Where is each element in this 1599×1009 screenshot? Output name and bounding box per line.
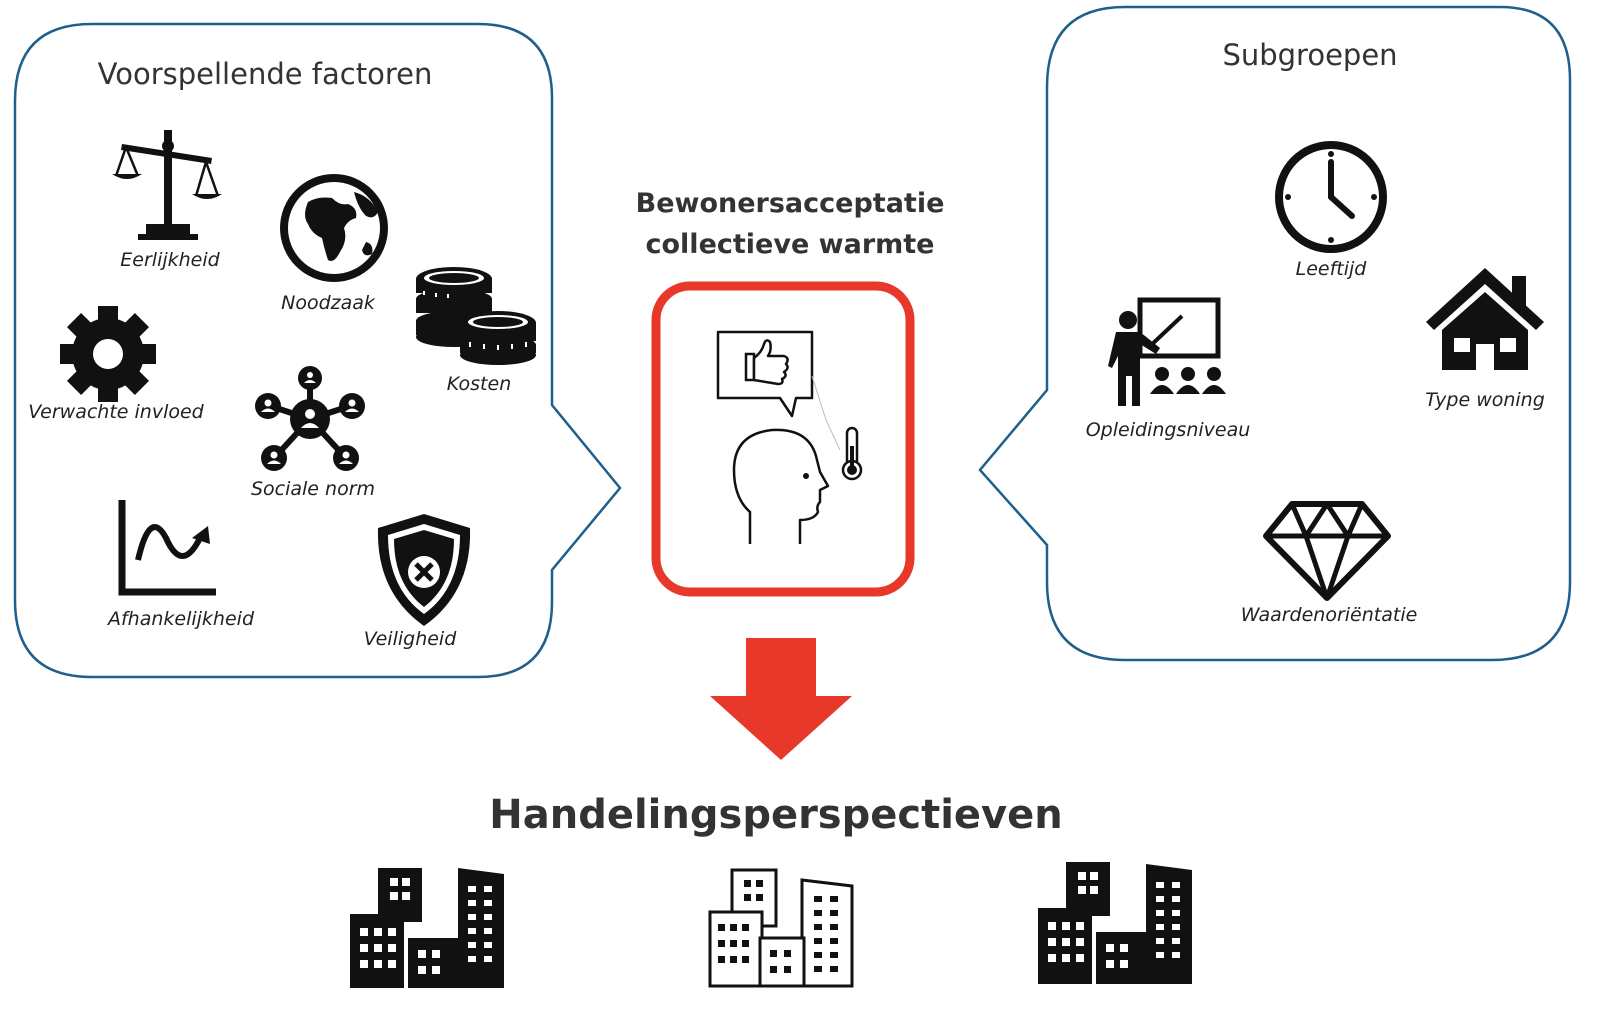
left-bubble <box>13 22 622 679</box>
factor-label-noodzaak: Noodzaak <box>281 292 375 314</box>
center-title: Bewonersacceptatie collectieve warmte <box>636 183 945 265</box>
handelingsperspectieven-title: Handelingsperspectieven <box>489 792 1063 838</box>
factor-label-eerlijkheid: Eerlijkheid <box>120 249 220 271</box>
coins-icon <box>416 267 536 365</box>
right-panel-title: Subgroepen <box>1222 38 1398 72</box>
down-arrow-icon <box>710 638 852 760</box>
thermometer-icon <box>841 426 863 481</box>
scales-icon <box>112 130 222 240</box>
group-label-opleidingsniveau: Opleidingsniveau <box>1085 419 1251 441</box>
buildings-icon-solid <box>1038 862 1192 984</box>
right-bubble <box>978 5 1572 662</box>
network-icon <box>255 366 365 471</box>
house-icon <box>1426 268 1544 370</box>
factor-label-veiligheid: Veiligheid <box>363 628 457 650</box>
buildings-icon-solid <box>350 868 504 988</box>
globe-icon <box>280 174 388 282</box>
diamond-icon <box>1263 501 1391 601</box>
shield-icon <box>377 514 471 626</box>
center-title-line2: collectieve warmte <box>645 229 935 260</box>
chart-icon <box>118 500 216 596</box>
left-panel-title: Voorspellende factoren <box>97 57 433 91</box>
clock-icon <box>1275 141 1387 253</box>
buildings-icon-outline <box>708 868 854 988</box>
head-icon <box>732 428 830 544</box>
group-label-type-woning: Type woning <box>1425 389 1545 411</box>
factor-label-verwachte-invloed: Verwachte invloed <box>28 401 204 423</box>
factor-label-sociale-norm: Sociale norm <box>250 478 376 500</box>
thumbs-up-bubble-icon <box>716 330 814 418</box>
teacher-icon <box>1108 297 1226 406</box>
factor-label-kosten: Kosten <box>446 373 512 395</box>
gear-icon <box>60 306 156 402</box>
factor-label-afhankelijkheid: Afhankelijkheid <box>107 608 255 630</box>
center-title-line1: Bewonersacceptatie <box>635 188 945 219</box>
group-label-leeftijd: Leeftijd <box>1295 258 1367 280</box>
acceptance-frame <box>651 281 915 597</box>
group-label-waardenorientatie: Waardenoriëntatie <box>1240 604 1418 626</box>
